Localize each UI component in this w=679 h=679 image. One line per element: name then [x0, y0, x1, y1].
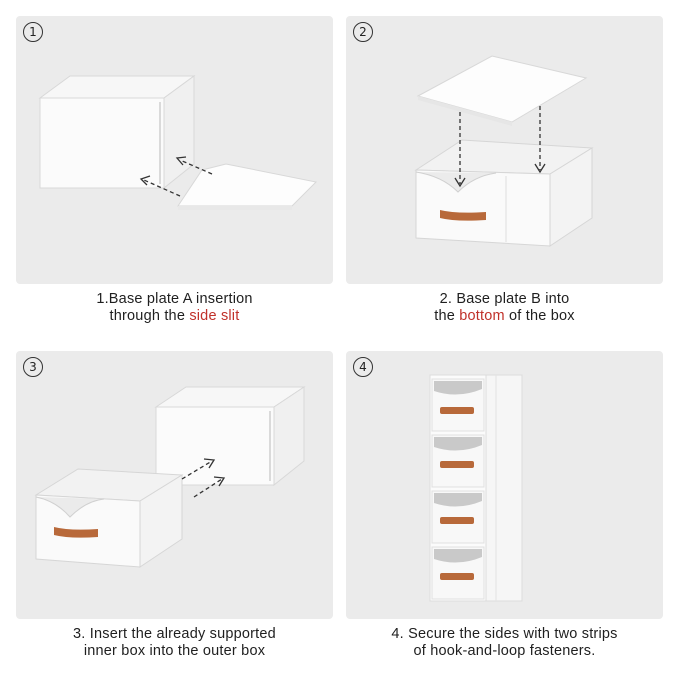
step-4-caption-line1: 4. Secure the sides with two strips	[391, 626, 618, 642]
step-1-caption-line2: through the side slit	[16, 308, 333, 325]
step-3-caption: 3. Insert the already supported inner bo…	[16, 626, 333, 660]
step-2-caption-line1: 2. Base plate B into	[439, 291, 570, 307]
step-3-caption-line1: 3. Insert the already supported	[73, 626, 276, 642]
step-2-number: 2	[353, 22, 373, 42]
step-3-caption-line2: inner box into the outer box	[83, 643, 266, 659]
step-2-panel: 2	[346, 16, 663, 284]
caption-highlight: side slit	[189, 308, 240, 324]
step-1-caption-line1: 1.Base plate A insertion	[96, 291, 253, 307]
step-1-panel: 1	[16, 16, 333, 284]
step-4-illustration	[429, 374, 523, 602]
step-2-illustration	[414, 55, 594, 247]
drawer-4	[431, 546, 485, 600]
drawer-3	[431, 490, 485, 544]
caption-text: the	[434, 308, 460, 324]
step-2-caption-line2: the bottom of the box	[346, 308, 663, 325]
step-4-panel: 4	[346, 351, 663, 619]
drawer-2	[431, 434, 485, 488]
step-3-illustration	[34, 386, 306, 568]
step-1-caption: 1.Base plate A insertion through the sid…	[16, 291, 333, 325]
step-1-number: 1	[23, 22, 43, 42]
drawer-1	[431, 378, 485, 432]
caption-text: of the box	[504, 308, 575, 324]
caption-text: through the	[109, 308, 190, 324]
caption-highlight: bottom	[459, 308, 505, 324]
step-4-number: 4	[353, 357, 373, 377]
step-4-caption: 4. Secure the sides with two strips of h…	[346, 626, 663, 660]
step-3-number: 3	[23, 357, 43, 377]
step-2-caption: 2. Base plate B into the bottom of the b…	[346, 291, 663, 325]
step-4-caption-line2: of hook-and-loop fasteners.	[413, 643, 596, 659]
step-1-illustration	[38, 75, 318, 210]
step-3-panel: 3	[16, 351, 333, 619]
